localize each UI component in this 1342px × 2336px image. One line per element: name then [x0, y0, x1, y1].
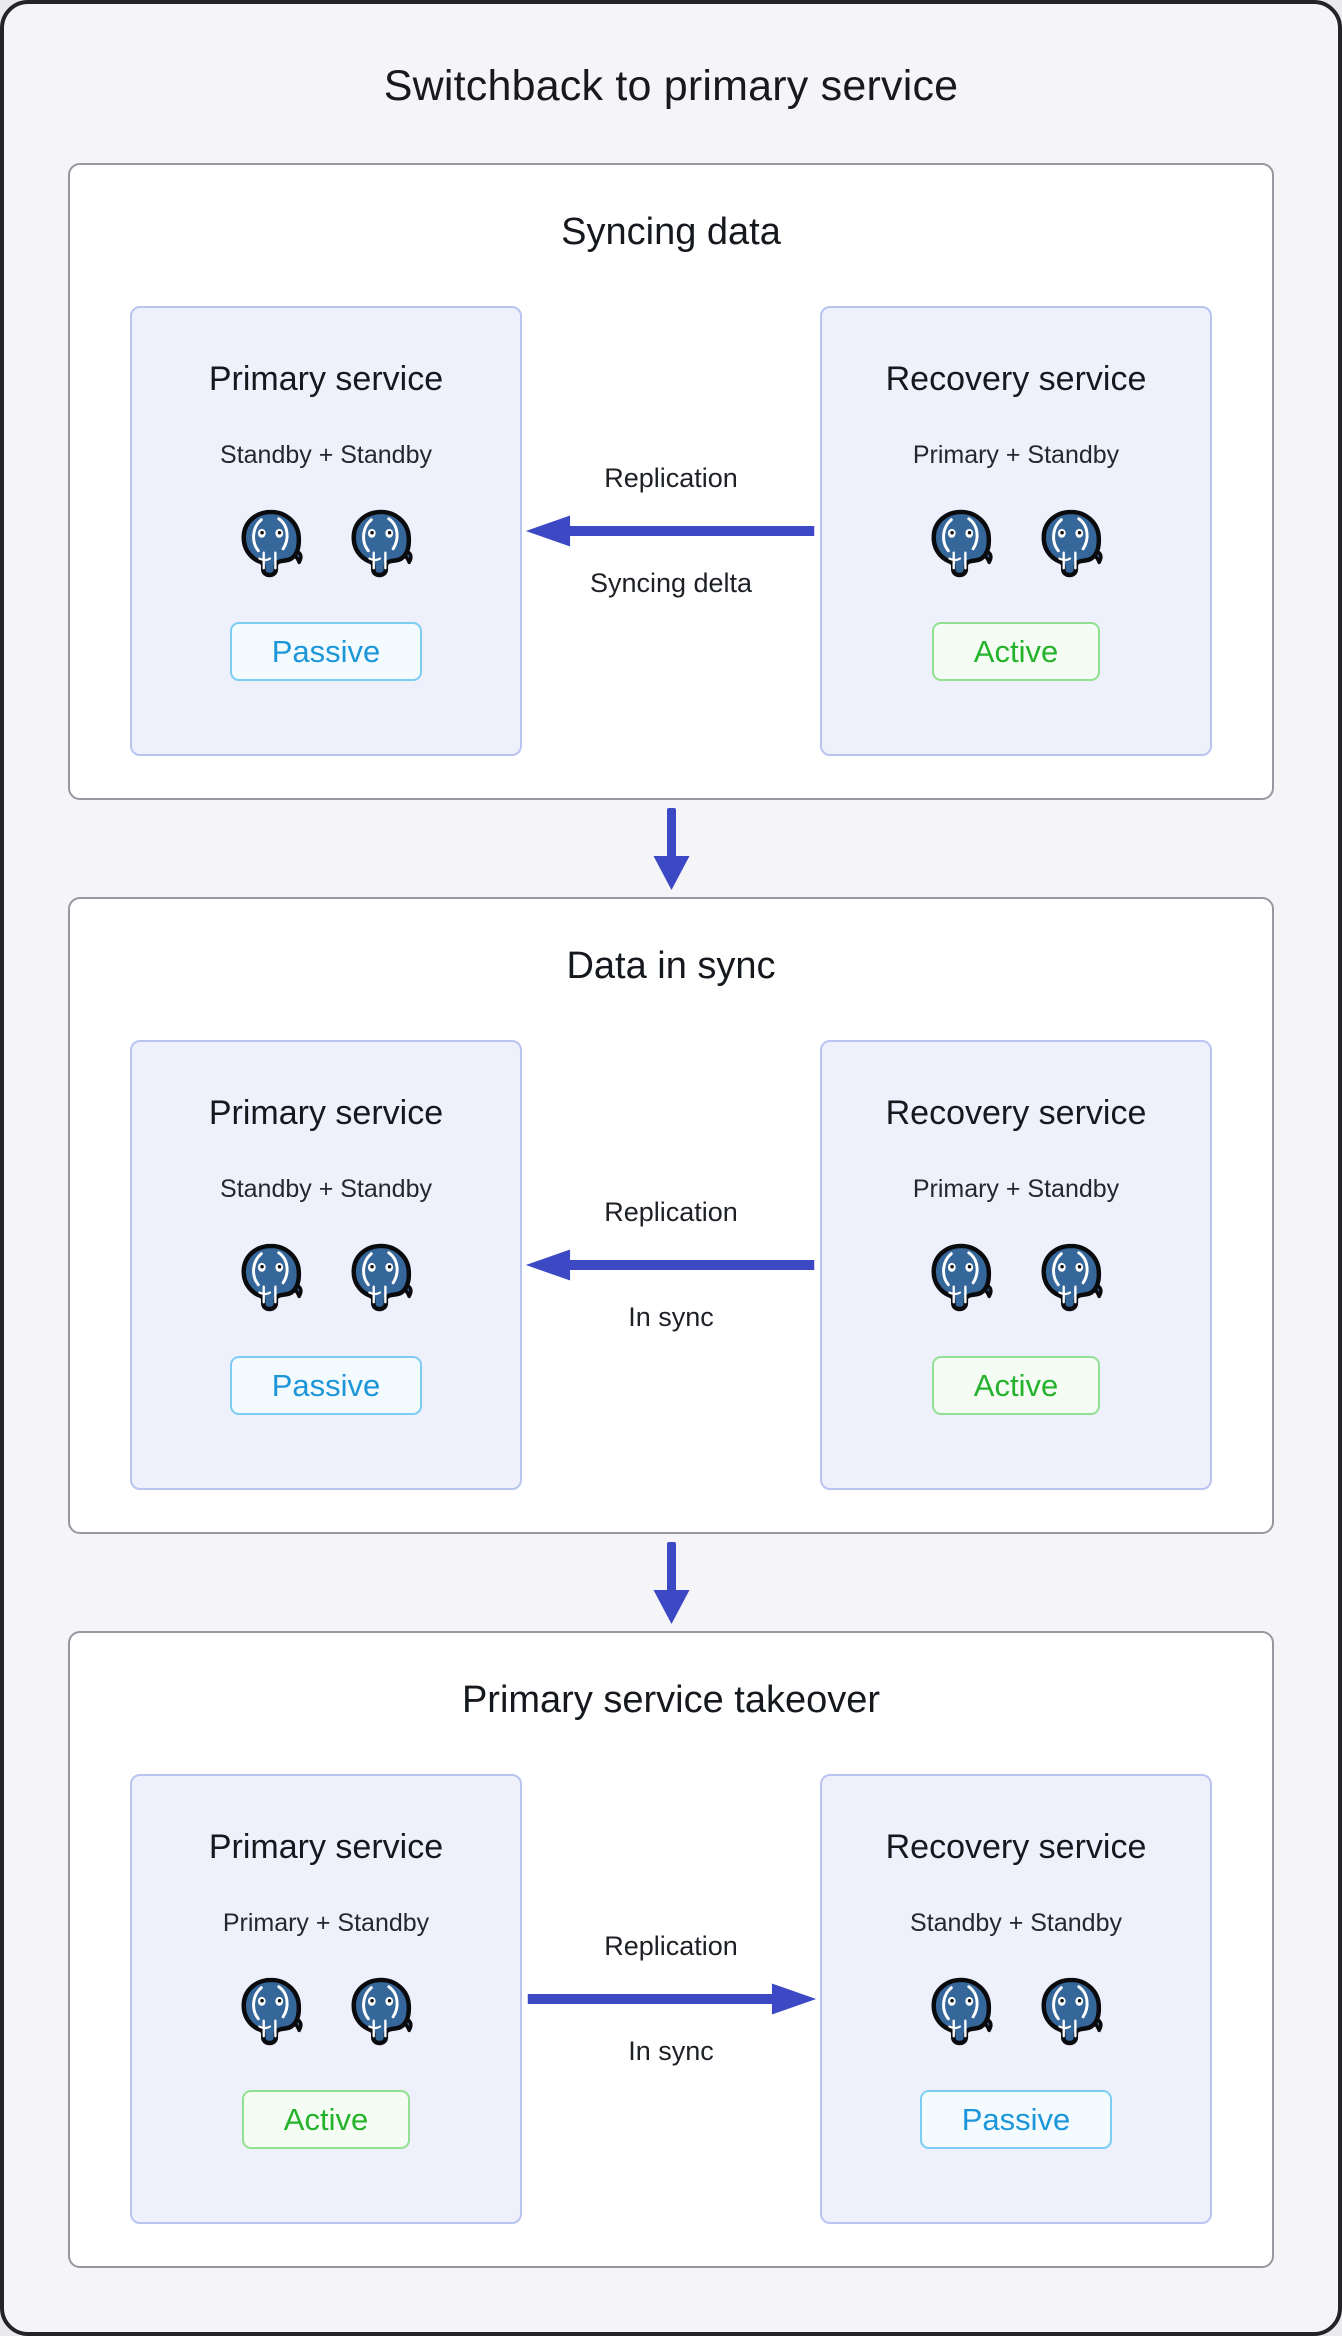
stage-title: Data in sync [566, 945, 776, 987]
replication-flow: Replication Syncing delta [522, 306, 820, 756]
recovery-service-box: Recovery service Primary + Standby Activ… [820, 306, 1212, 756]
stage-connector [68, 1534, 1274, 1631]
stage-title: Primary service takeover [461, 1679, 881, 1721]
service-roles: Standby + Standby [220, 1175, 432, 1203]
database-icons-row [238, 1976, 414, 2046]
postgresql-elephant-icon [238, 1976, 304, 2046]
sync-status-label: Syncing delta [589, 568, 753, 598]
database-icons-row [928, 508, 1104, 578]
service-title: Recovery service [885, 1828, 1147, 1866]
database-icons-row [928, 1242, 1104, 1312]
postgresql-elephant-icon [928, 1976, 994, 2046]
recovery-service-box: Recovery service Standby + Standby Passi… [820, 1774, 1212, 2224]
postgresql-elephant-icon [238, 508, 304, 578]
replication-label: Replication [604, 463, 738, 493]
postgresql-elephant-icon [1038, 508, 1104, 578]
service-title: Primary service [208, 1094, 444, 1132]
primary-service-box: Primary service Standby + Standby Passiv… [130, 1040, 522, 1490]
service-title: Recovery service [885, 360, 1147, 398]
status-badge: Active [931, 622, 1101, 682]
service-roles: Primary + Standby [222, 1909, 430, 1937]
database-icons-row [928, 1976, 1104, 2046]
service-title: Primary service [208, 1828, 444, 1866]
sync-status-label: In sync [628, 2036, 714, 2066]
replication-label: Replication [604, 1931, 738, 1961]
primary-service-box: Primary service Standby + Standby Passiv… [130, 306, 522, 756]
stage-body: Primary service Primary + Standby Active… [130, 1774, 1212, 2224]
service-roles: Standby + Standby [220, 441, 432, 469]
service-title: Primary service [208, 360, 444, 398]
down-arrow-icon [653, 1541, 689, 1624]
postgresql-elephant-icon [1038, 1976, 1104, 2046]
status-badge: Active [241, 2090, 411, 2150]
replication-flow: Replication In sync [522, 1774, 820, 2224]
replication-flow: Replication In sync [522, 1040, 820, 1490]
postgresql-elephant-icon [348, 508, 414, 578]
stage-syncing-data: Syncing data Primary service Standby + S… [68, 163, 1274, 800]
stage-body: Primary service Standby + Standby Passiv… [130, 306, 1212, 756]
postgresql-elephant-icon [928, 1242, 994, 1312]
status-badge: Passive [229, 1356, 423, 1416]
stage-list: Syncing data Primary service Standby + S… [68, 163, 1274, 2268]
database-icons-row [238, 508, 414, 578]
page-title: Switchback to primary service [383, 62, 959, 110]
postgresql-elephant-icon [238, 1242, 304, 1312]
postgresql-elephant-icon [348, 1976, 414, 2046]
replication-arrow-icon [522, 1247, 820, 1283]
service-title: Recovery service [885, 1094, 1147, 1132]
replication-arrow-icon [522, 513, 820, 549]
stage-connector [68, 800, 1274, 897]
primary-service-box: Primary service Primary + Standby Active [130, 1774, 522, 2224]
postgresql-elephant-icon [348, 1242, 414, 1312]
replication-arrow-icon [522, 1981, 820, 2017]
service-roles: Primary + Standby [912, 1175, 1120, 1203]
stage-title: Syncing data [561, 211, 781, 253]
postgresql-elephant-icon [928, 508, 994, 578]
status-badge: Passive [229, 622, 423, 682]
database-icons-row [238, 1242, 414, 1312]
postgresql-elephant-icon [1038, 1242, 1104, 1312]
stage-primary-service-takeover: Primary service takeover Primary service… [68, 1631, 1274, 2268]
status-badge: Passive [919, 2090, 1113, 2150]
down-arrow-icon [653, 807, 689, 890]
status-badge: Active [931, 1356, 1101, 1416]
service-roles: Primary + Standby [912, 441, 1120, 469]
stage-data-in-sync: Data in sync Primary service Standby + S… [68, 897, 1274, 1534]
stage-body: Primary service Standby + Standby Passiv… [130, 1040, 1212, 1490]
replication-label: Replication [604, 1197, 738, 1227]
service-roles: Standby + Standby [910, 1909, 1122, 1937]
sync-status-label: In sync [628, 1302, 714, 1332]
recovery-service-box: Recovery service Primary + Standby Activ… [820, 1040, 1212, 1490]
